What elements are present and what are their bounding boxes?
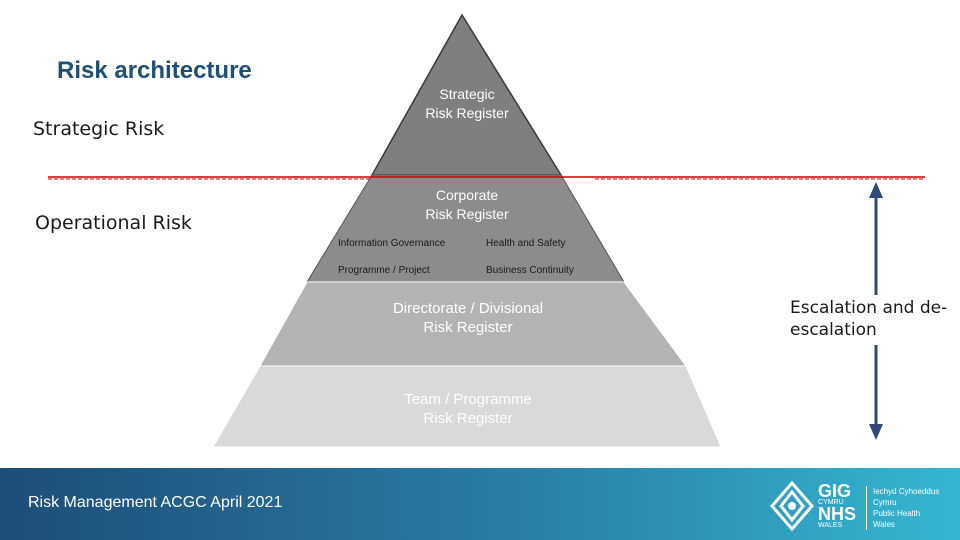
slide-title: Risk architecture xyxy=(57,57,252,84)
corporate-item-programme-project: Programme / Project xyxy=(338,265,430,276)
logo-sub-line1: Iechyd Cyhoeddus xyxy=(873,487,940,496)
operational-risk-label: Operational Risk xyxy=(35,212,192,234)
tier-strategic-line2: Risk Register xyxy=(425,105,509,121)
logo-wales-small: WALES xyxy=(818,522,843,529)
tier-strategic-text: Strategic Risk Register xyxy=(392,85,542,123)
strategic-risk-label: Strategic Risk xyxy=(33,118,165,140)
nhs-wales-logo-text: GIG CYMRU NHS WALES xyxy=(818,481,857,530)
escalation-label: Escalation and de-escalation xyxy=(790,298,948,340)
tier-directorate-text: Directorate / Divisional Risk Register xyxy=(358,299,578,337)
tier-team-line2: Risk Register xyxy=(423,410,513,427)
tier-corporate-line1: Corporate xyxy=(435,187,499,203)
tier-team-text: Team / Programme Risk Register xyxy=(358,390,578,428)
logo-sub-line4: Wales xyxy=(873,520,895,529)
tier-directorate-line2: Risk Register xyxy=(423,319,513,336)
nhs-wales-logo-icon xyxy=(770,480,814,532)
pyramid-tier-team xyxy=(212,365,722,448)
arrow-up-icon xyxy=(869,182,883,198)
corporate-item-health-and-safety: Health and Safety xyxy=(486,238,566,249)
tier-corporate-line2: Risk Register xyxy=(425,206,509,222)
tier-directorate-line1: Directorate / Divisional xyxy=(392,300,544,317)
tier-corporate-text: Corporate Risk Register xyxy=(392,186,542,224)
corporate-item-business-continuity: Business Continuity xyxy=(486,265,574,276)
logo-gig: GIG xyxy=(818,481,852,501)
logo-sub-line3: Public Health xyxy=(873,509,921,518)
logo-sub-line2: Cymru xyxy=(873,498,897,507)
public-health-wales-logo-text: Iechyd Cyhoeddus Cymru Public Health Wal… xyxy=(866,486,939,530)
tier-strategic-line1: Strategic xyxy=(439,86,495,102)
logo-nhs: NHS xyxy=(818,504,857,524)
corporate-item-information-governance: Information Governance xyxy=(338,238,446,249)
logo-cymru-small: CYMRU xyxy=(818,499,844,506)
footer-text: Risk Management ACGC April 2021 xyxy=(28,494,283,511)
arrow-down-icon xyxy=(869,424,883,440)
tier-team-line1: Team / Programme xyxy=(404,391,532,408)
